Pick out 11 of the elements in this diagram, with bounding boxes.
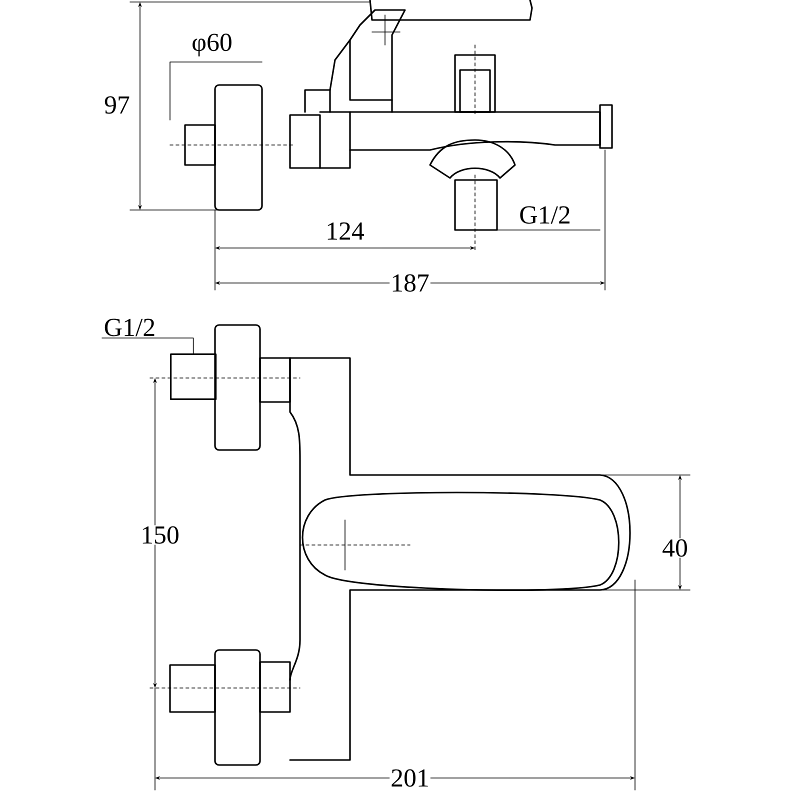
thread-label: G1/2 [104, 318, 154, 336]
dimension-label: 150 [140, 525, 180, 545]
dimension-label: 97 [103, 95, 131, 115]
dimension-label: 187 [390, 273, 430, 293]
inlet-pipe [170, 353, 217, 400]
dimension-label: G1/2 [518, 205, 572, 225]
leader-line [102, 338, 194, 354]
dimension-label: 40 [661, 538, 689, 558]
dimension-label: 124 [324, 221, 366, 241]
dimension-label: 201 [390, 768, 430, 788]
dimension-label: φ60 [190, 32, 234, 58]
